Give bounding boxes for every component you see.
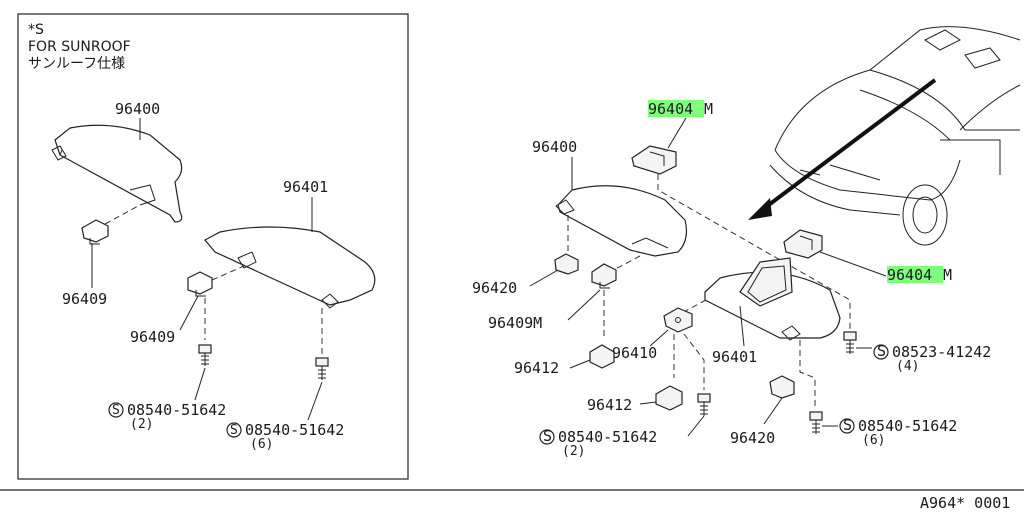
dash-holder-left — [609, 255, 641, 273]
location-arrow — [760, 78, 937, 212]
screw-lamp-symbol — [873, 344, 889, 360]
inset-note-mark: *S — [28, 22, 44, 38]
leader-lamp-right — [819, 251, 887, 277]
bracket-part — [663, 307, 693, 333]
inset-leader-screw-a — [194, 367, 206, 401]
inset-leader-screw-b — [307, 381, 323, 421]
label-hook-right: 96420 — [730, 429, 775, 447]
inset-screw-b — [315, 357, 329, 380]
car-illustration — [769, 26, 1021, 246]
label-screw-lamp: 08523-41242 — [892, 343, 991, 361]
leader-cap-left — [569, 359, 591, 369]
location-arrowhead — [748, 198, 772, 220]
inset-label-holder-a: 96409 — [62, 290, 107, 308]
label-bracket: 96410 — [612, 344, 657, 362]
label-screw-left-qty: (2) — [562, 444, 585, 459]
inset-screw-a-s: S — [112, 403, 120, 418]
label-screw-left: 08540-51642 — [558, 428, 657, 446]
screw-lamp-part — [843, 331, 857, 354]
label-lamp-right-highlight — [887, 266, 943, 283]
label-lamp-top-suffix: M — [704, 100, 713, 118]
inset-visor-left — [51, 124, 183, 223]
dash-screw-left — [683, 333, 705, 390]
lamp-right-part — [783, 229, 823, 259]
screw-left-s: S — [543, 427, 552, 445]
label-screw-lamp-qty: (4) — [896, 359, 919, 374]
inset-leader-holder-b — [179, 295, 199, 331]
label-screw-right: 08540-51642 — [858, 417, 957, 435]
inset-holder-a — [81, 219, 109, 245]
inset-screw-b-symbol — [226, 422, 242, 438]
hook-left-part — [554, 253, 579, 275]
label-screw-right-qty: (6) — [862, 433, 885, 448]
screw-left-symbol — [539, 429, 555, 445]
inset-dash-a — [104, 204, 141, 225]
inset-label-holder-b: 96409 — [130, 328, 175, 346]
inset-note-en: FOR SUNROOF — [28, 39, 131, 55]
label-visor-left: 96400 — [532, 138, 577, 156]
leader-holder-left — [567, 289, 601, 321]
label-hook-left: 96420 — [472, 279, 517, 297]
inset-dash-b — [211, 265, 245, 281]
inset-frame — [17, 13, 409, 480]
leader-lamp-top — [667, 117, 687, 149]
screw-right-s: S — [843, 416, 852, 434]
dash-lamp-top — [657, 174, 851, 330]
leader-bracket — [649, 329, 669, 347]
inset-label-screw-b: 08540-51642 — [245, 421, 344, 439]
hook-right-part — [769, 375, 795, 399]
inset-label-visor-left: 96400 — [115, 100, 160, 118]
leader-visor-right — [739, 305, 745, 347]
cap-mid-part — [655, 385, 683, 411]
lamp-top-part — [631, 145, 677, 175]
cap-left-part — [589, 344, 615, 369]
label-cap-left: 96412 — [514, 359, 559, 377]
leader-hook-left — [529, 269, 559, 287]
inset-screw-a — [198, 344, 212, 366]
screw-lamp-s: S — [877, 342, 886, 360]
leader-hook-right — [763, 397, 783, 425]
dash-bracket — [675, 299, 707, 317]
inset-label-screw-b-qty: (6) — [250, 437, 273, 452]
label-lamp-right: 96404 — [887, 266, 932, 284]
label-visor-right: 96401 — [712, 348, 757, 366]
holder-left-part — [591, 263, 617, 289]
visor-right-part — [704, 257, 841, 341]
inset-note-jp: サンルーフ仕様 — [28, 56, 125, 72]
inset-screw-a-symbol — [108, 402, 124, 418]
label-lamp-top: 96404 — [648, 100, 693, 118]
footer-code: A964* 0001 — [920, 494, 1010, 512]
inset-label-screw-a: 08540-51642 — [127, 401, 226, 419]
screw-right-part — [809, 411, 823, 434]
inset-holder-b — [187, 271, 213, 297]
label-cap-mid: 96412 — [587, 396, 632, 414]
inset-label-visor-right: 96401 — [283, 178, 328, 196]
leader-cap-mid — [639, 401, 657, 405]
label-lamp-right-suffix: M — [943, 266, 952, 284]
label-holder-left: 96409M — [488, 314, 542, 332]
screw-left-part — [697, 393, 711, 416]
screw-right-symbol — [839, 418, 855, 434]
inset-label-screw-a-qty: (2) — [130, 417, 153, 432]
label-lamp-top-highlight — [648, 100, 704, 117]
inset-visor-right — [204, 226, 376, 309]
leader-screw-left — [687, 415, 705, 437]
visor-left-part — [555, 185, 688, 257]
dash-hook-right — [799, 340, 816, 410]
inset-screw-b-s: S — [230, 423, 238, 438]
